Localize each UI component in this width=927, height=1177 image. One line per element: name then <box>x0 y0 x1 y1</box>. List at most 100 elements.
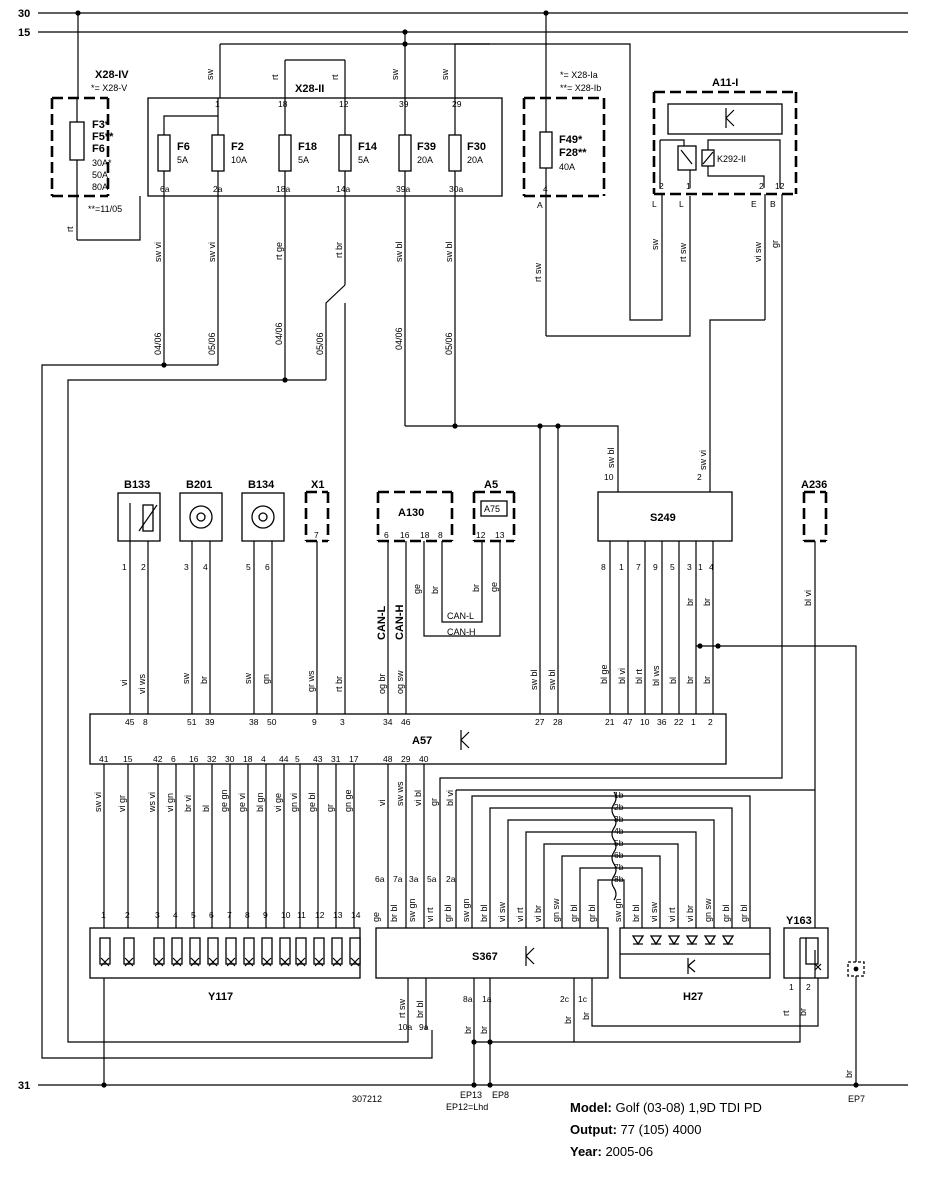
a57-top-pin-45: 45 <box>125 717 135 727</box>
actuator-y163: Y163 1 2 rt br <box>781 915 829 1016</box>
a5-label: A5 <box>484 479 498 491</box>
rail-15-label: 15 <box>18 27 30 39</box>
b134-label: B134 <box>248 479 275 491</box>
ground-ep7: br EP7 <box>844 961 865 1104</box>
s367-pin-9a: 9a <box>419 1022 429 1032</box>
fuse-f2-name: F2 <box>231 141 244 153</box>
wire-label-a57-41: sw vi <box>93 792 103 812</box>
wire-label-blvi-a236: bl vi <box>803 590 813 606</box>
relay-module-a11-i: A11-I K292-II 2 1 2 12 L L E B sw rt sw … <box>439 43 798 790</box>
wire-label-br-s249-4: br <box>702 676 712 684</box>
wire-label-br-b201: br <box>199 676 209 684</box>
h27-pin-2b: 2b <box>614 802 624 812</box>
drawing-number: 307212 <box>352 1094 382 1104</box>
date-label-f2: 05/06 <box>207 332 217 355</box>
wire-label-ladder-left-1: br bl <box>479 904 489 922</box>
s367-pin-8a: 8a <box>463 994 473 1004</box>
fuse-f14-rating: 5A <box>358 155 369 165</box>
a57-bottom-pin-17: 17 <box>349 754 359 764</box>
can-h-vertical-label: CAN-H <box>394 605 406 640</box>
wire-label-rtsw-relay: rt sw <box>678 243 688 262</box>
can-h-label: CAN-H <box>447 627 476 637</box>
wire-label-swbl-f39: sw bl <box>394 241 404 262</box>
injector-valve-icon <box>189 937 201 965</box>
h27-pin-1b: 1b <box>614 790 624 800</box>
wire-label-a57-16: br vi <box>183 795 193 812</box>
s249-pin-8: 8 <box>601 562 606 572</box>
ep8-label: EP8 <box>492 1090 509 1100</box>
wire-label-s367-top-0: ge <box>371 912 381 922</box>
y117-pin-10: 10 <box>281 910 291 920</box>
module-a130: A130 6 16 18 8 ge br CAN-L CAN-H CAN-L C… <box>376 490 501 714</box>
wire-label-viws-b133: vi ws <box>137 674 147 694</box>
x28-iv-fuse-1: F3* <box>92 119 110 131</box>
wire-label-sw-x28ii-2: sw <box>390 69 400 81</box>
wire-label-ladder-left-5: gn sw <box>551 898 561 922</box>
fuse-f39: F39 20A 39 39a <box>396 98 436 196</box>
fuse-f6: F6 5A 1 6a <box>157 99 220 196</box>
date-label-f18: 04/06 <box>274 322 284 345</box>
can-l-label: CAN-L <box>447 611 474 621</box>
wire-label-brbl-s367: br bl <box>415 1000 425 1018</box>
relay-pin-2: 1 <box>686 181 691 191</box>
rail-31-label: 31 <box>18 1080 30 1092</box>
wire-label-ladder-left-2: vi sw <box>497 902 507 923</box>
injector-valve-icon <box>225 937 237 965</box>
wire-label-vi-b133: vi <box>119 680 129 687</box>
y117-pin-1: 1 <box>101 910 106 920</box>
a130-label: A130 <box>398 507 424 519</box>
led-icon <box>631 935 645 946</box>
a57-bottom-pin-16: 16 <box>189 754 199 764</box>
a57-bottom-pin-44: 44 <box>279 754 289 764</box>
fuse-box-x28-iv: X28-IV *= X28-V F3* F5** F6 30A* 50A 80A… <box>50 10 141 241</box>
y117-pin-9: 9 <box>263 910 268 920</box>
wire-label-br-s249-3: br <box>685 676 695 684</box>
y117-pin-11: 11 <box>297 910 306 920</box>
a57-bottom-pin-42: 42 <box>153 754 163 764</box>
s367-pin-1a: 1a <box>482 994 492 1004</box>
wire-label-gn-b134: gn <box>261 674 271 684</box>
x28-iv-title: X28-IV <box>95 69 129 81</box>
y117-pin-4: 4 <box>173 910 178 920</box>
fuse-f39-rating: 20A <box>417 155 433 165</box>
b134-pin-2: 6 <box>265 562 270 572</box>
fuse-f30: F30 20A 29 30a <box>448 98 486 196</box>
a57-top-pin-39: 39 <box>205 717 215 727</box>
wire-label-br-s367-1: br <box>463 1026 473 1034</box>
wire-label-a57-32: bl <box>201 805 211 812</box>
wire-label-ge-a5: ge <box>489 582 499 592</box>
wire-label-ladder-left-0: sw gn <box>461 898 471 922</box>
a57-bottom-pin-41: 41 <box>99 754 109 764</box>
relay-pin-l1: L <box>652 199 657 209</box>
wire-label-rtsw-1: rt sw <box>533 263 543 282</box>
wire-label-rtbr-a57: rt br <box>334 676 344 692</box>
wire-label-a57-31: gr <box>325 804 335 812</box>
relay-pin-e: E <box>751 199 757 209</box>
wire-label-gr-relay: gr <box>770 240 780 248</box>
output-value: 77 (105) 4000 <box>620 1122 702 1137</box>
fuse-f18-rating: 5A <box>298 155 309 165</box>
wire-label-rtbr-f14: rt br <box>334 242 344 258</box>
y117-pin-12: 12 <box>315 910 325 920</box>
wire-label-s367-in-0: vi <box>377 800 387 807</box>
wire-label-s367-in-2: vi bl <box>413 790 423 806</box>
a57-bottom-pin-18: 18 <box>243 754 253 764</box>
wire-label-ladder-left-3: vi rt <box>515 907 525 922</box>
x28-iv-rating-3: 80A <box>92 182 108 192</box>
led-icon <box>721 935 735 946</box>
injector-valve-icon <box>153 937 165 965</box>
injector-valve-icon <box>261 937 273 965</box>
wire-label-blws: bl ws <box>651 665 661 686</box>
h27-pin-6b: 6b <box>614 850 624 860</box>
fuse-f6-rating: 5A <box>177 155 188 165</box>
x28-ia-pin-in: 4 <box>543 184 548 194</box>
x28-ia-alt2: **= X28-Ib <box>560 83 601 93</box>
wire-label-ladder-right-7: sw gn <box>613 898 623 922</box>
injector-valve-icon <box>349 937 361 965</box>
s249-bottom-pins: 8 1 7 9 5 3 1 4 <box>601 562 714 572</box>
